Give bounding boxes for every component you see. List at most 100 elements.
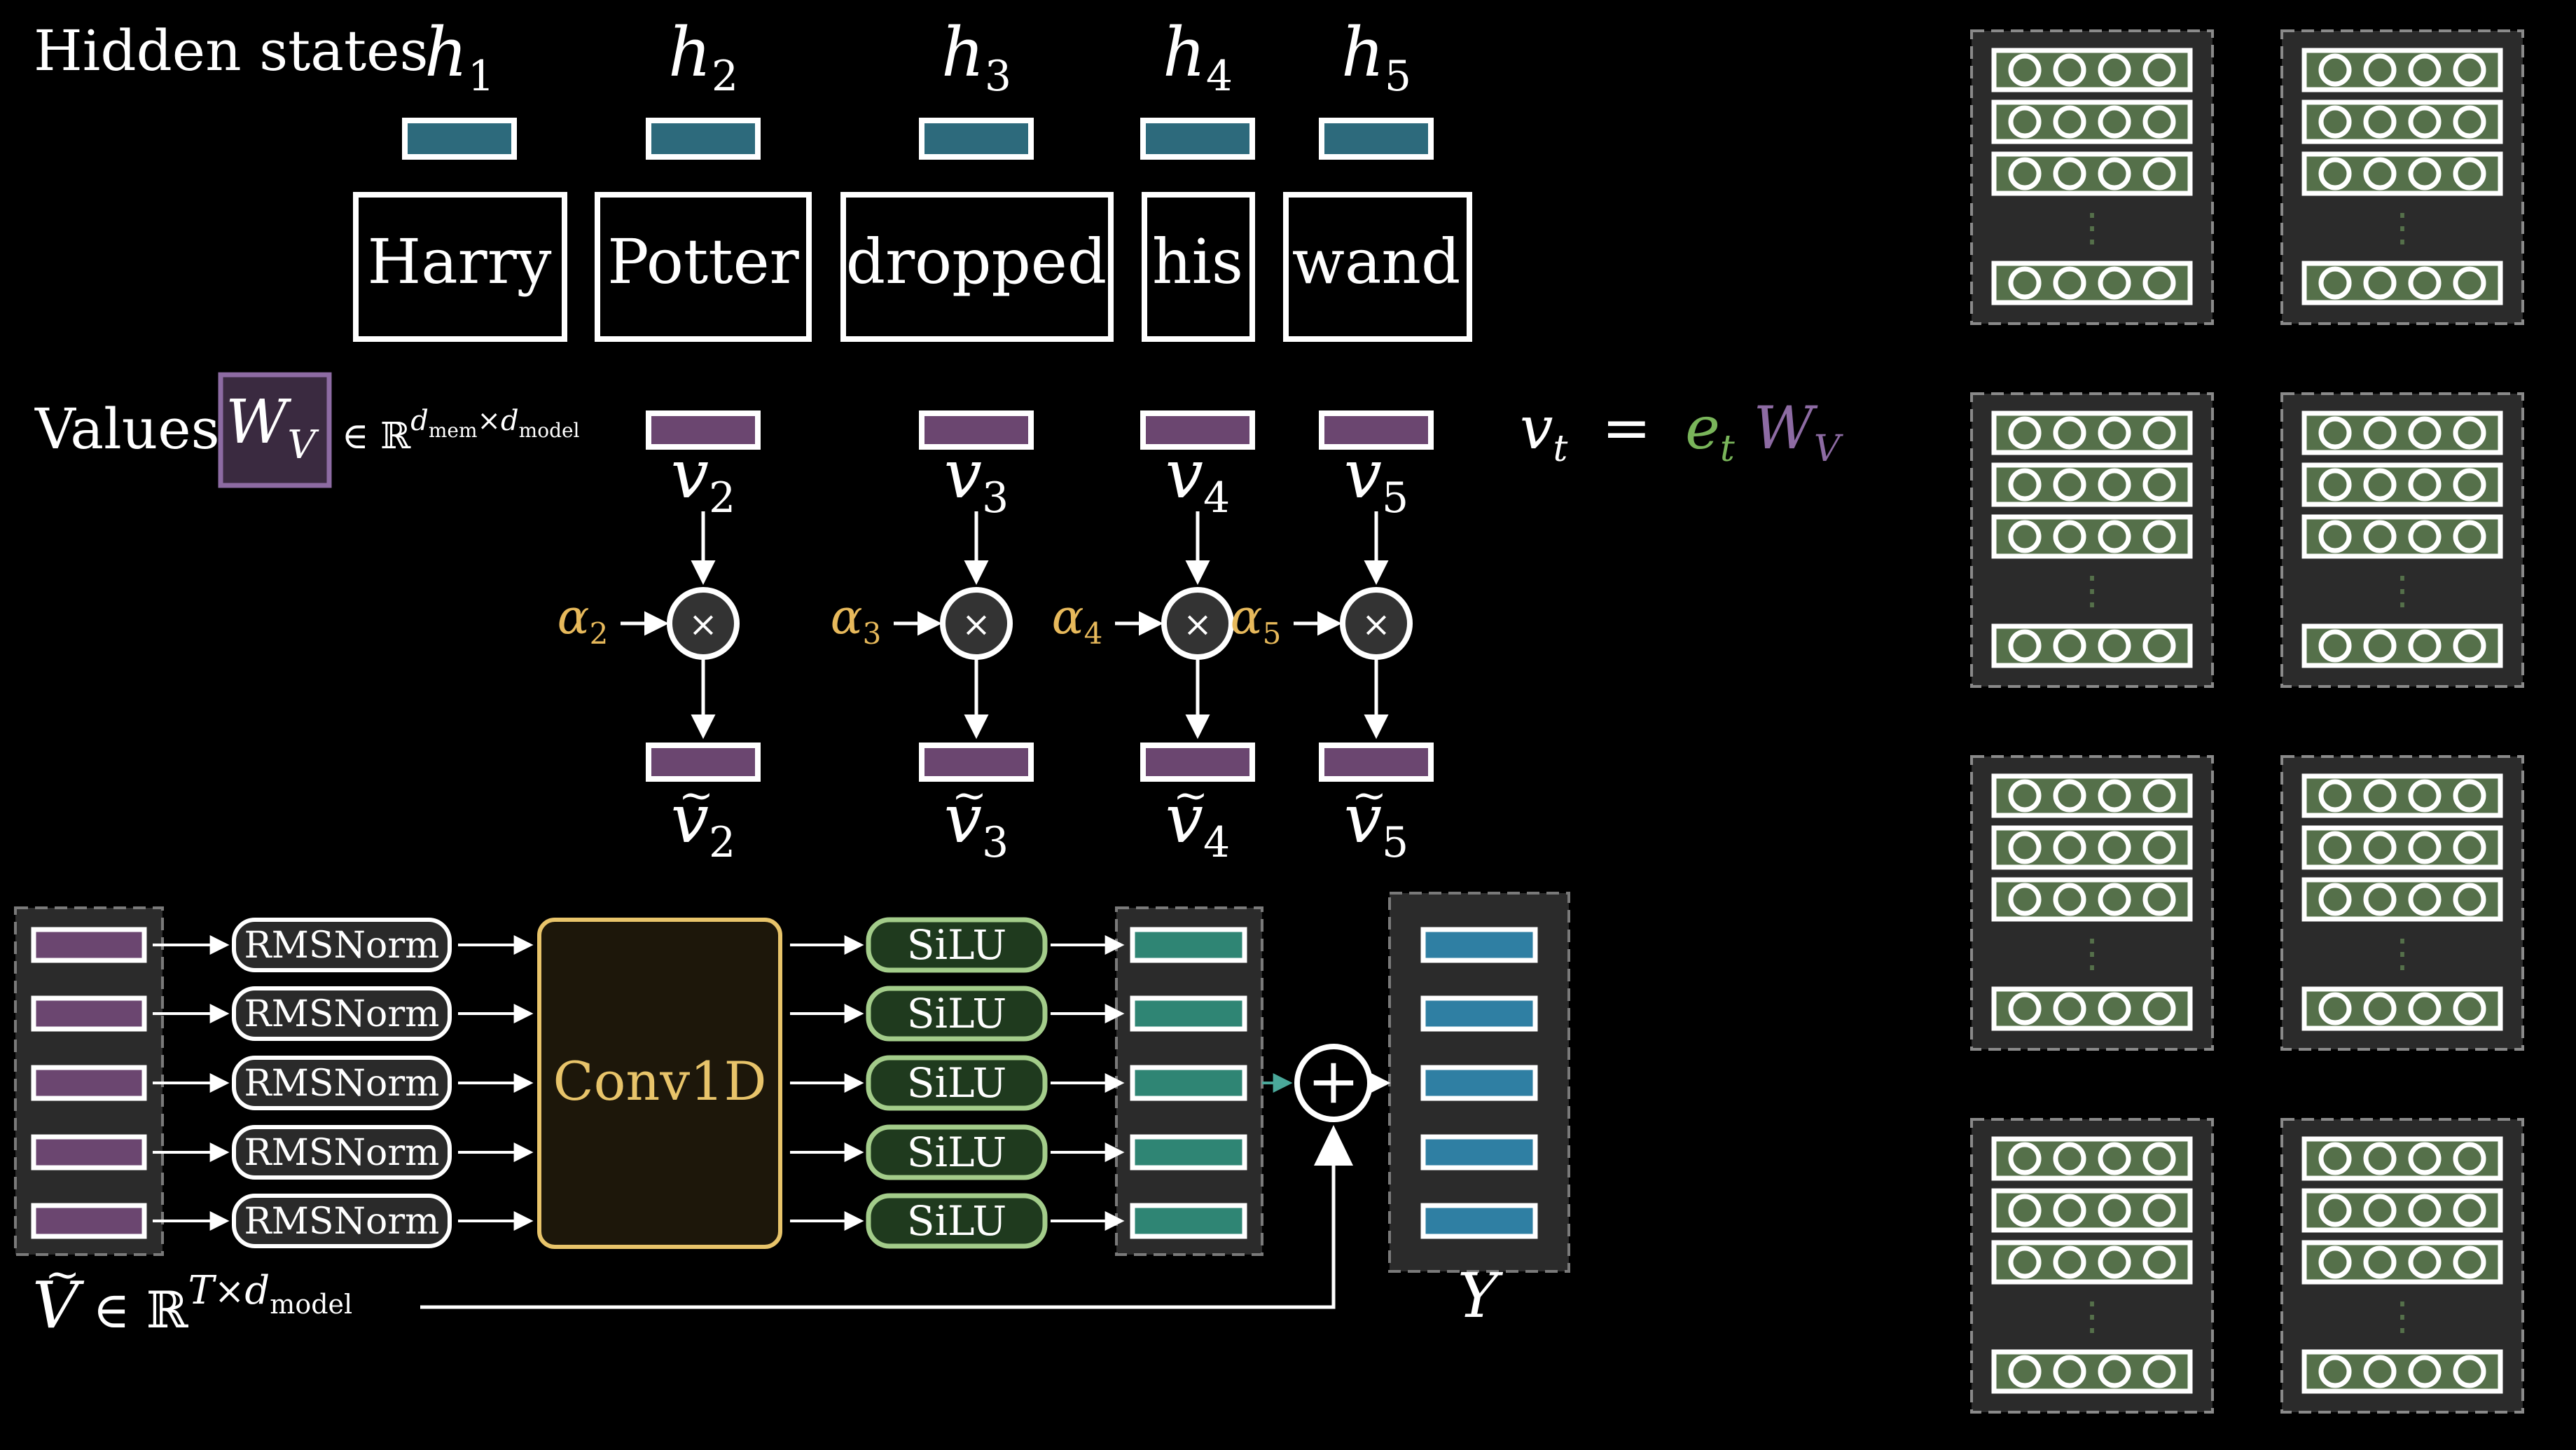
memory-cell-icon — [2318, 1142, 2352, 1175]
plus-glyph: + — [1307, 1044, 1359, 1118]
memory-cell-icon — [2363, 53, 2397, 87]
memory-cell-icon — [2008, 266, 2042, 300]
value-bar — [646, 410, 761, 450]
silu-label: SiLU — [907, 990, 1007, 1037]
memory-cell-icon — [2453, 266, 2486, 300]
memory-cell-icon — [2453, 468, 2486, 502]
ellipsis-icon: ⋮ — [2383, 568, 2422, 614]
v-tilde-label: V∈ ℝT×dmodel — [32, 1268, 352, 1343]
memory-cell-icon — [2053, 779, 2086, 813]
memory-cell-icon — [2318, 1245, 2352, 1279]
alpha-gate-label: α5 — [1231, 590, 1282, 651]
output-y-bar — [1420, 927, 1538, 963]
memory-cell-icon — [2408, 779, 2442, 813]
memory-cell-icon — [2053, 831, 2086, 864]
memory-cell-icon — [2408, 1245, 2442, 1279]
silu-label: SiLU — [907, 1059, 1007, 1107]
token-label: wand — [1292, 226, 1461, 298]
memory-cell-icon — [2008, 779, 2042, 813]
memory-cell-icon — [2053, 416, 2086, 450]
memory-cell-icon — [2142, 520, 2176, 553]
memory-cell-icon — [2318, 1355, 2352, 1388]
memory-cell-icon — [2053, 520, 2086, 553]
memory-cell-icon — [2008, 992, 2042, 1026]
memory-cell-icon — [2142, 779, 2176, 813]
wv-matrix-box — [218, 372, 332, 488]
memory-cell-icon — [2453, 520, 2486, 553]
memory-cell-icon — [2408, 266, 2442, 300]
input-value-bar — [31, 1065, 147, 1101]
memory-cell-icon — [2142, 266, 2176, 300]
memory-cell-icon — [2408, 992, 2442, 1026]
alpha-gate-label: α3 — [831, 590, 882, 651]
memory-cell-icon — [2053, 1245, 2086, 1279]
token-box-4 — [1142, 192, 1255, 342]
memory-cell-icon — [2363, 1194, 2397, 1227]
memory-cell-icon — [2098, 883, 2131, 916]
hidden-state-label-1: h1 — [424, 13, 494, 101]
memory-cell-icon — [2408, 157, 2442, 191]
gate-multiply-node — [667, 587, 740, 660]
output-y-label: Y — [1457, 1259, 1504, 1332]
memory-cell-icon — [2053, 157, 2086, 191]
residual-connection — [420, 1163, 1336, 1309]
memory-cell-icon — [2053, 53, 2086, 87]
memory-cell-icon — [2408, 105, 2442, 139]
memory-cell-icon — [2453, 831, 2486, 864]
gate-multiply-node — [1161, 587, 1234, 660]
memory-cell-icon — [2142, 992, 2176, 1026]
ellipsis-icon: ⋮ — [2072, 1294, 2112, 1339]
multiply-glyph: × — [688, 604, 718, 644]
memory-cell-icon — [2363, 416, 2397, 450]
memory-cell-icon — [2098, 831, 2131, 864]
memory-cell-icon — [2363, 831, 2397, 864]
values-title: Values — [34, 396, 220, 462]
memory-cell-icon — [2453, 1245, 2486, 1279]
conv-output-bar — [1130, 1134, 1247, 1171]
memory-table-2: ⋮ — [2280, 29, 2524, 325]
memory-cell-icon — [2142, 883, 2176, 916]
memory-cell-icon — [2453, 779, 2486, 813]
memory-cell-icon — [2408, 883, 2442, 916]
tilde-glyph: ~ — [1173, 771, 1208, 820]
gated-value-label: v3 — [944, 780, 1009, 867]
hidden-state-label-4: h4 — [1163, 13, 1233, 101]
memory-cell-icon — [2318, 157, 2352, 191]
memory-cell-icon — [2008, 831, 2042, 864]
memory-cell-icon — [2098, 157, 2131, 191]
memory-cell-icon — [2053, 1142, 2086, 1175]
gated-value-bar — [1140, 743, 1255, 782]
ellipsis-icon: ⋮ — [2072, 205, 2112, 251]
memory-cell-icon — [2098, 779, 2131, 813]
memory-cell-icon — [2142, 468, 2176, 502]
memory-cell-icon — [2408, 468, 2442, 502]
memory-cell-icon — [2098, 468, 2131, 502]
memory-cell-icon — [2008, 1142, 2042, 1175]
memory-cell-icon — [2008, 416, 2042, 450]
memory-table-1: ⋮ — [1970, 29, 2214, 325]
memory-cell-icon — [2008, 883, 2042, 916]
rmsnorm-block — [232, 986, 452, 1041]
memory-cell-icon — [2408, 1142, 2442, 1175]
memory-table-6: ⋮ — [2280, 755, 2524, 1051]
rmsnorm-block — [232, 1056, 452, 1110]
memory-cell-icon — [2053, 883, 2086, 916]
gated-value-bar — [646, 743, 761, 782]
input-value-bar — [31, 995, 147, 1032]
memory-cell-icon — [2408, 1194, 2442, 1227]
alpha-gate-label: α2 — [558, 590, 609, 651]
memory-cell-icon — [2142, 629, 2176, 663]
gated-value-label: v5 — [1344, 780, 1408, 867]
hidden-state-bar-4 — [1140, 118, 1255, 160]
memory-cell-icon — [2098, 1245, 2131, 1279]
memory-cell-icon — [2008, 1245, 2042, 1279]
silu-label: SiLU — [907, 1197, 1007, 1245]
memory-cell-icon — [2053, 629, 2086, 663]
